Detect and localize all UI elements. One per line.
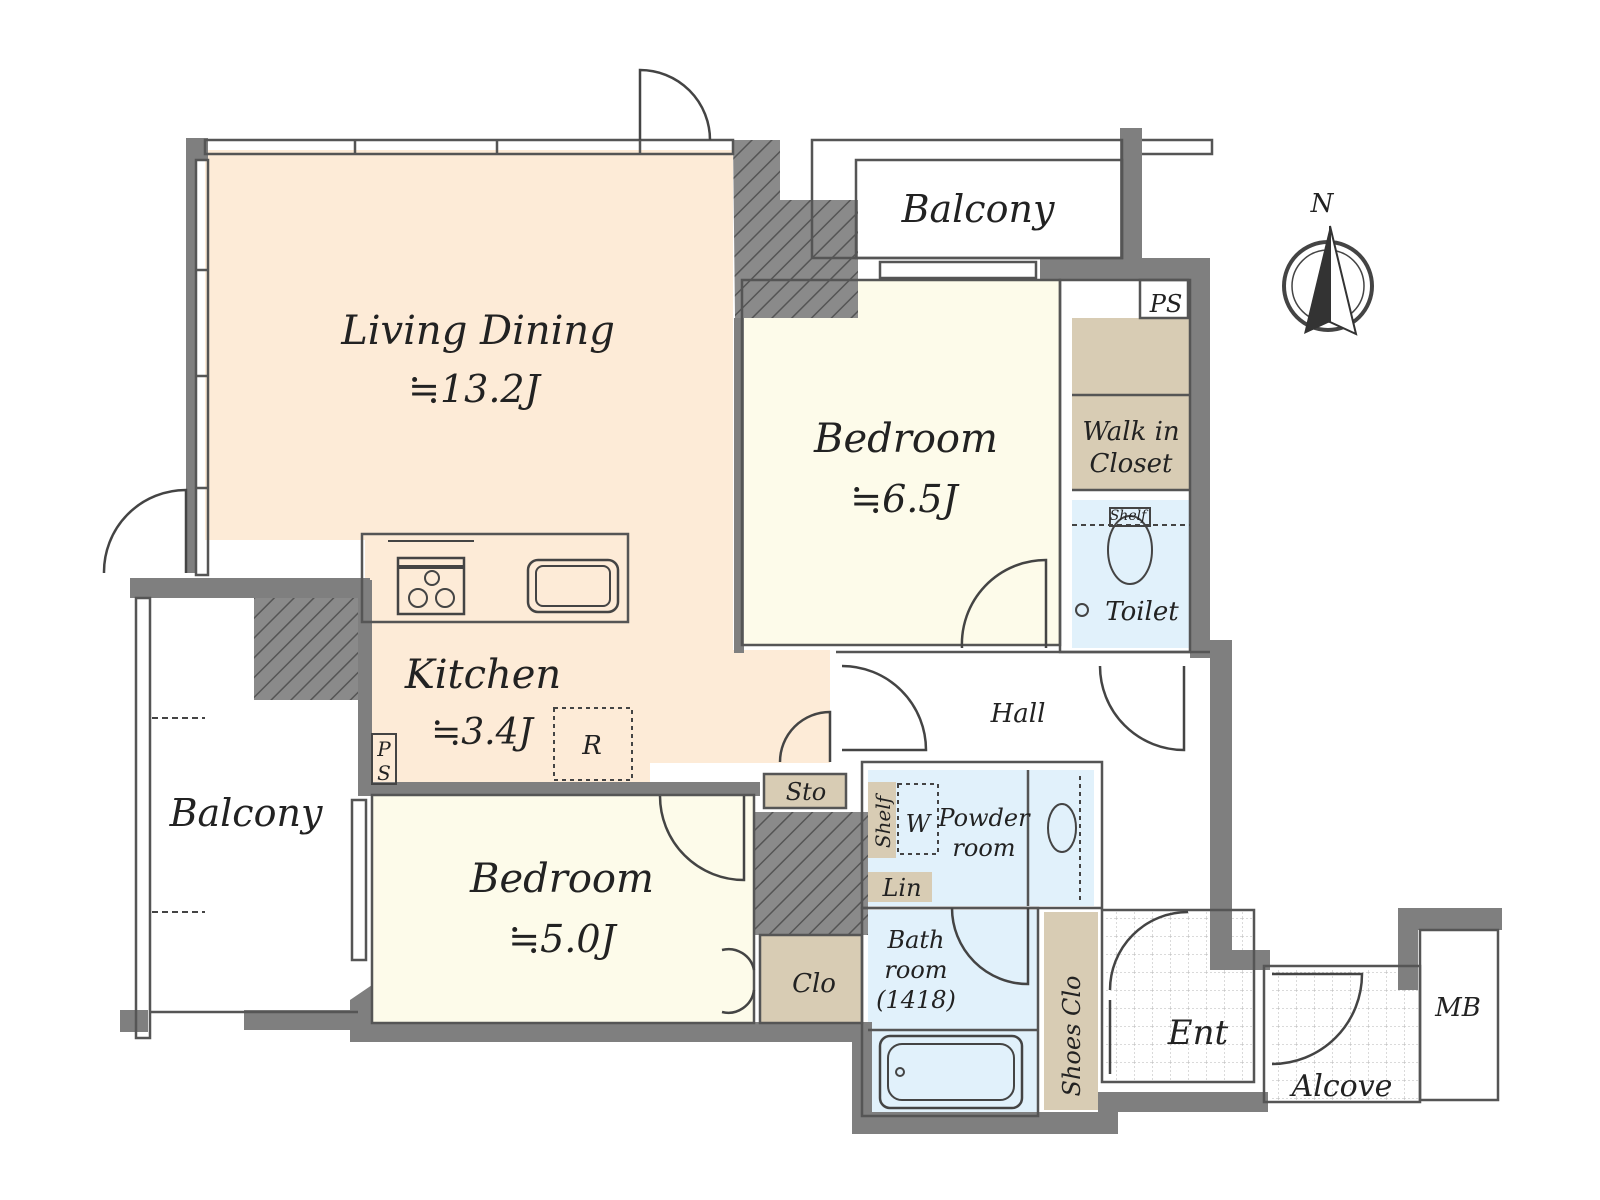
kitchen-area-label: ≒3.4J: [431, 712, 535, 753]
bath-room-label-1: Bath: [886, 926, 944, 954]
living-dining-label: Living Dining: [340, 308, 615, 354]
shoes-closet-label: Shoes Clo: [1058, 976, 1086, 1097]
living-dining-area-label: ≒13.2J: [408, 367, 541, 411]
bedroom-north-label: Bedroom: [813, 416, 998, 462]
bath-room-label-3: (1418): [876, 986, 956, 1014]
balcony-north-label: Balcony: [901, 187, 1055, 231]
storage-label: Sto: [786, 778, 827, 806]
bath-room-label-2: room: [884, 956, 947, 984]
closet-area: [760, 935, 862, 1023]
meter-box-label: MB: [1434, 993, 1481, 1023]
refrigerator-label: R: [581, 731, 602, 761]
living-dining-area: [205, 150, 830, 782]
hall-label: Hall: [990, 699, 1046, 729]
alcove-label: Alcove: [1289, 1069, 1393, 1104]
labels: Living Dining ≒13.2J Bedroom ≒6.5J Kitch…: [169, 187, 1481, 1104]
compass-north-label: N: [1310, 189, 1335, 219]
alcove-tiles: [1270, 968, 1418, 1100]
north-arrow-icon: [1304, 226, 1330, 334]
doors: [102, 68, 1364, 1074]
powder-room-label-1: Powder: [937, 804, 1031, 832]
storage-area: [764, 774, 846, 808]
bedroom-south-area: [372, 795, 754, 1023]
kitchen-sink: [526, 558, 620, 614]
powder-room-label-2: room: [952, 834, 1015, 862]
bath-room-area: [868, 910, 1038, 1112]
powder-shelf-label: Shelf: [871, 792, 895, 848]
bathtub: [878, 1034, 1024, 1110]
linen-label: Lin: [881, 874, 921, 902]
stove: [396, 556, 466, 616]
room-fills: [205, 150, 1418, 1112]
washer-label: W: [906, 810, 933, 838]
balcony-west-label: Balcony: [169, 791, 323, 835]
refrigerator: [553, 707, 633, 781]
linen-area: [868, 872, 932, 902]
pipe-space-kitchen-label-2: S: [377, 761, 391, 785]
walls: [120, 128, 1502, 1134]
toilet-bowl: [1107, 515, 1153, 585]
outlines: [134, 138, 1500, 1118]
walk-in-closet-label-2: Closet: [1089, 449, 1173, 479]
compass: N: [1282, 189, 1374, 336]
closet-label: Clo: [792, 969, 836, 999]
bedroom-south-area-label: ≒5.0J: [508, 917, 617, 961]
powder-sink: [1047, 803, 1077, 853]
kitchen-label: Kitchen: [404, 652, 561, 698]
shoes-closet-area: [1044, 912, 1098, 1110]
washer: [897, 783, 939, 855]
walk-in-closet-area: [1072, 318, 1190, 490]
entrance-label: Ent: [1167, 1013, 1229, 1053]
toilet-shelf-label: Shelf: [1110, 508, 1149, 524]
powder-shelf-area: [868, 782, 896, 858]
bedroom-south-label: Bedroom: [469, 856, 654, 902]
bedroom-north-area: [742, 280, 1060, 645]
walk-in-closet-label-1: Walk in: [1082, 417, 1179, 447]
fixtures: [152, 507, 1190, 1110]
structural-columns: [254, 140, 868, 935]
pipe-space-north-label: PS: [1149, 290, 1183, 318]
pipe-space-kitchen-label-1: P: [376, 737, 391, 761]
toilet-label: Toilet: [1105, 597, 1179, 627]
bedroom-north-area-label: ≒6.5J: [850, 477, 959, 521]
